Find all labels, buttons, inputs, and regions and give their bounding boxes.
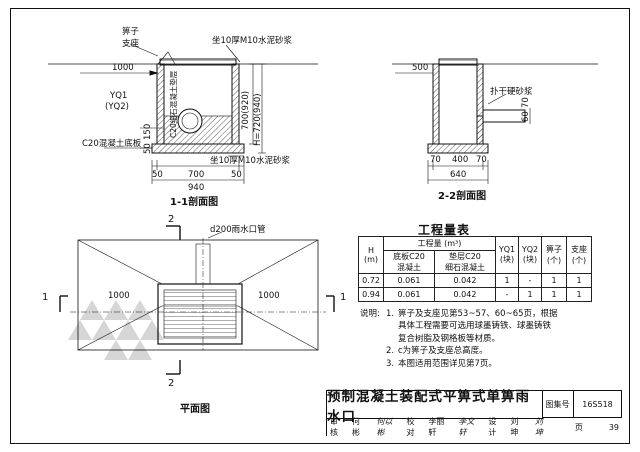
label-seat: 支座 — [122, 38, 140, 49]
plan-title: 平面图 — [180, 403, 210, 415]
label-fill: C20细石混凝土垫层 — [168, 70, 178, 138]
label-mortar-top: 坐10厚M10水泥砂浆 — [212, 35, 292, 46]
th-yq1: YQ1(块) — [495, 236, 519, 274]
dim-640: 640 — [450, 170, 466, 180]
section-2-2-labels: 500 扑干硬砂浆 60 70 70 400 70 640 2-2剖面图 — [412, 63, 533, 202]
note-text: 具体工程需要可选用球墨铸铁、球墨铸铁 — [398, 321, 552, 332]
signature-check: 李文轩 — [458, 417, 475, 437]
dim-bottom-50-right: 50 — [231, 170, 242, 180]
quantity-table: H(m) 工程量 (m³) YQ1(块) YQ2(块) 箅子(个) 支座(个) … — [358, 236, 592, 302]
dim-700-920: 700(920) — [241, 91, 251, 130]
th-qty: 工程量 (m³) — [383, 236, 496, 251]
signature-review: 何以彬 — [376, 417, 393, 437]
note-text: 复合树脂及钢格板等材质。 — [398, 333, 501, 344]
th-yq2: YQ2(块) — [518, 236, 542, 274]
th-grate: 箅子(个) — [541, 236, 567, 274]
pipe-label: d200雨水口管 — [210, 224, 266, 235]
label-base: C20混凝土底板 — [82, 138, 142, 149]
drawing-title: 预制混凝土装配式平箅式单箅雨水口 — [327, 389, 543, 425]
dim-right: 1000 — [258, 291, 280, 301]
quantity-table-title: 工程量表 — [418, 223, 471, 237]
dim-bottom-70: 70 — [430, 155, 441, 165]
plan-labels: d200雨水口管 1000 1000 1 1 2 2 平面图 — [42, 214, 346, 415]
dim-bottom-50-left: 50 — [152, 170, 163, 180]
notes: 说明:1.箅子及支座见第53~57、60~65页，根据 具体工程需要可选用球墨铸… — [360, 309, 558, 369]
mark-1-left: 1 — [42, 292, 48, 303]
dim-50: 50 — [143, 143, 153, 154]
dim-500: 500 — [412, 63, 428, 73]
section-2-2-title: 2-2剖面图 — [438, 189, 486, 202]
label-grate: 箅子 — [122, 26, 140, 37]
label-brick: 扑干硬砂浆 — [490, 86, 533, 97]
th-h: H(m) — [358, 236, 384, 274]
mark-2-bottom: 2 — [168, 378, 174, 389]
dim-bottom-70-right: 70 — [476, 155, 487, 165]
dim-400: 400 — [452, 155, 468, 165]
dim-left: 1000 — [108, 291, 130, 301]
label-pipe-2: (YQ2) — [105, 102, 129, 112]
label-pipe-1: YQ1 — [109, 91, 127, 101]
dim-150: 150 — [143, 124, 153, 140]
section-1-1 — [48, 43, 318, 184]
label-mortar-bottom: 坐10厚M10水泥砂浆 — [210, 155, 290, 166]
mark-1-right: 1 — [340, 292, 346, 303]
th-seat: 支座(个) — [566, 236, 592, 274]
plan-view — [59, 225, 335, 375]
atlas-number: 16S518 — [574, 391, 622, 418]
section-1-1-title: 1-1剖面图 — [170, 195, 218, 208]
dim-70: 70 — [521, 97, 531, 108]
dim-bottom-700: 700 — [188, 170, 204, 180]
section-2-2 — [392, 58, 598, 184]
dim-bottom-940: 940 — [188, 183, 204, 193]
signature-design: 刘坤 — [534, 417, 543, 437]
dim-h: H=720(940) — [253, 93, 263, 146]
dim-1000: 1000 — [112, 63, 134, 73]
dim-60: 60 — [521, 111, 531, 122]
note-text: 箅子及支座见第53~57、60~65页，根据 — [398, 309, 558, 319]
signature-row: 审核 何 彬 何以彬 校对 李丽轩 李文轩 设计 刘 坤 刘坤 页 39 — [327, 417, 622, 437]
note-text: 本图适用范围详见第7页。 — [398, 358, 497, 369]
page-number: 39 — [608, 422, 619, 432]
title-block: 预制混凝土装配式平箅式单箅雨水口 图集号 16S518 审核 何 彬 何以彬 校… — [326, 389, 622, 437]
mark-2-top: 2 — [168, 214, 174, 225]
note-text: c为箅子及支座总高度。 — [398, 346, 488, 357]
notes-label: 说明: — [360, 309, 380, 319]
section-1-1-labels: 箅子 支座 坐10厚M10水泥砂浆 1000 YQ1 (YQ2) C20细石混凝… — [82, 26, 292, 208]
atlas-label: 图集号 — [542, 391, 574, 418]
drawing-sheet — [10, 8, 630, 444]
